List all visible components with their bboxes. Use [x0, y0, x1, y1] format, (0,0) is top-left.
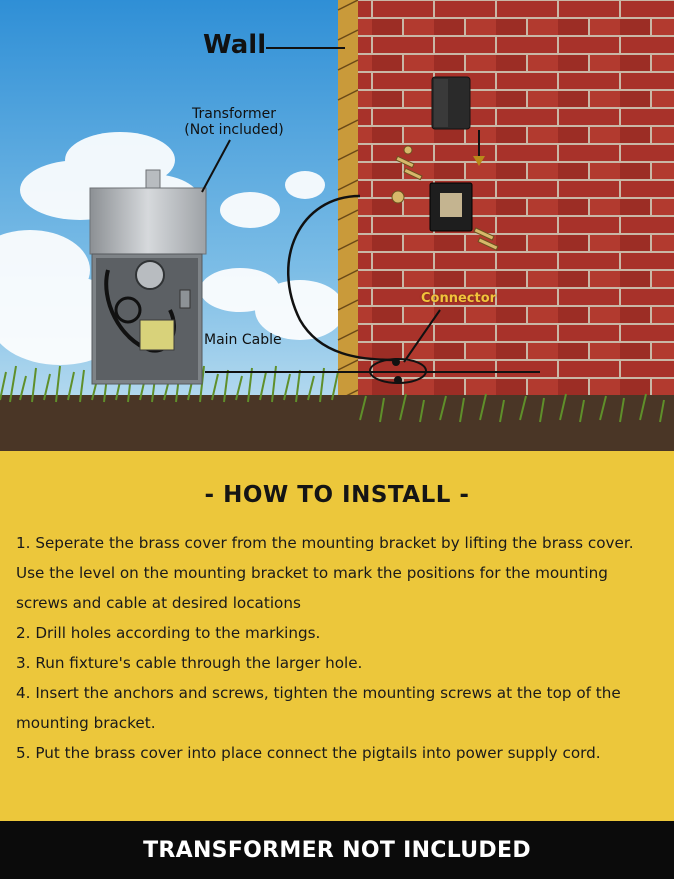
transformer-label-line2: (Not included): [184, 122, 284, 138]
footer-banner: TRANSFORMER NOT INCLUDED: [0, 821, 674, 879]
wall-label: Wall: [203, 30, 267, 60]
fixture-cable: [286, 194, 396, 362]
instruction-step: 2. Drill holes according to the markings…: [16, 624, 321, 642]
instruction-step: 3. Run fixture's cable through the large…: [16, 654, 363, 672]
connector-pointer: [403, 309, 441, 363]
brick-wall: [345, 0, 674, 410]
wall-edge-hatch: [337, 0, 359, 401]
installation-scene: Wall Transformer (Not included) Main Cab…: [0, 0, 674, 451]
instructions-title: - HOW TO INSTALL -: [204, 482, 470, 508]
soil: [0, 395, 674, 451]
main-cable-label: Main Cable: [204, 332, 282, 348]
instruction-step: 5. Put the brass cover into place connec…: [16, 744, 601, 762]
instruction-step: 1. Seperate the brass cover from the mou…: [16, 534, 634, 552]
installation-illustration: [0, 0, 674, 451]
instruction-step: Use the level on the mounting bracket to…: [16, 564, 608, 612]
footer-notice: TRANSFORMER NOT INCLUDED: [143, 837, 531, 863]
instruction-steps: 1. Seperate the brass cover from the mou…: [16, 528, 656, 768]
transformer-leader: [201, 139, 231, 193]
transformer-label-line1: Transformer: [191, 106, 276, 122]
screws-and-anchors: [391, 145, 499, 251]
fixture-cover: [431, 76, 471, 130]
instruction-step: 4. Insert the anchors and screws, tighte…: [16, 684, 621, 732]
transformer-label: Transformer (Not included): [178, 106, 290, 138]
arrow-down-icon: [473, 156, 485, 166]
instructions-panel: [0, 451, 674, 821]
connector-label: Connector: [421, 291, 497, 306]
mounting-bracket: [429, 182, 473, 232]
grass: [0, 365, 665, 423]
transformer-box: [89, 169, 207, 385]
